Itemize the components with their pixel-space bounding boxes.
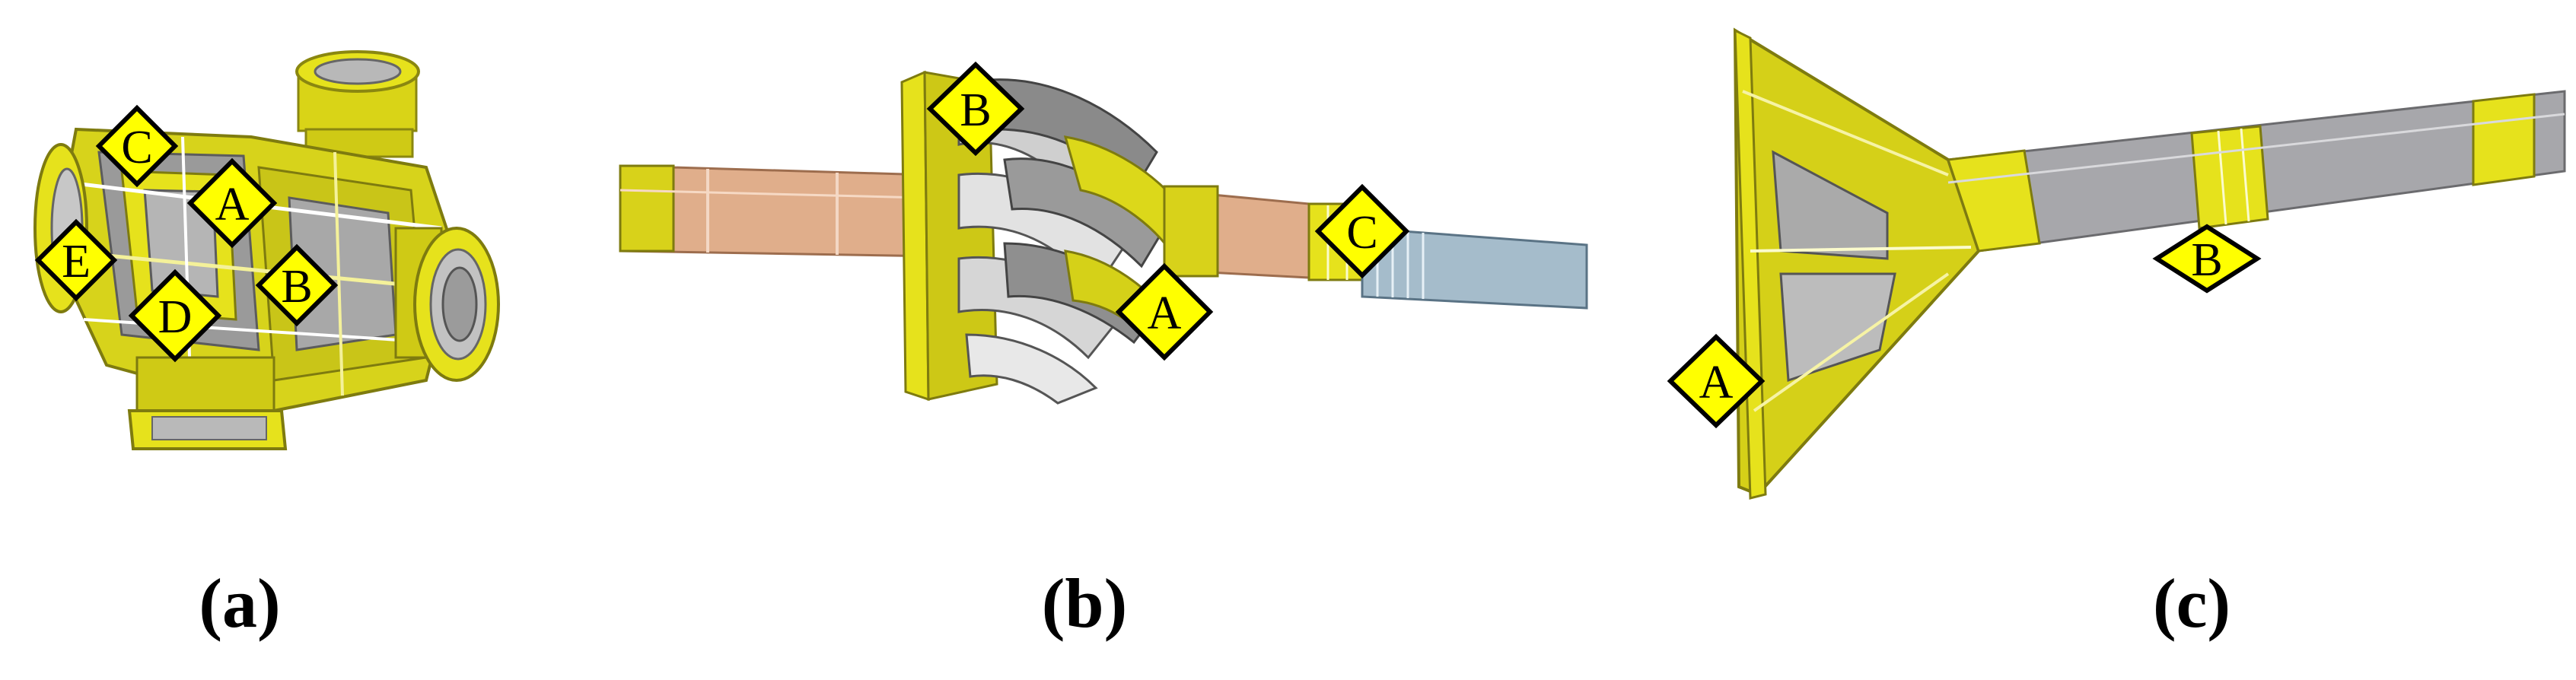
rotor-disc bbox=[900, 70, 998, 402]
svg-text:D: D bbox=[158, 291, 193, 343]
panel-c: A B (c) bbox=[1659, 0, 2576, 680]
marker-a: A bbox=[1667, 333, 1766, 429]
svg-text:B: B bbox=[281, 261, 312, 313]
panel-a: C A E B D (a) bbox=[0, 0, 533, 680]
marker-b: B bbox=[255, 243, 339, 327]
svg-text:A: A bbox=[215, 179, 250, 230]
caption-b: (b) bbox=[1041, 564, 1128, 642]
helical-blades bbox=[957, 78, 1181, 405]
panel-b: B A C (b) bbox=[533, 0, 1659, 680]
svg-text:B: B bbox=[960, 84, 991, 136]
flared-cone bbox=[1733, 27, 1981, 500]
caption-a: (a) bbox=[199, 564, 281, 642]
top-flange bbox=[295, 50, 420, 158]
bottom-flange bbox=[127, 356, 288, 450]
svg-text:A: A bbox=[1699, 357, 1734, 408]
svg-text:C: C bbox=[1346, 207, 1377, 259]
svg-text:C: C bbox=[121, 122, 152, 173]
right-shaft bbox=[1163, 185, 1588, 310]
long-shaft bbox=[1946, 90, 2566, 253]
right-flange bbox=[394, 227, 500, 382]
svg-text:E: E bbox=[62, 236, 91, 288]
panel-b-drawing: B A C bbox=[619, 61, 1588, 405]
svg-text:B: B bbox=[2191, 234, 2222, 286]
marker-d: D bbox=[128, 269, 222, 363]
marker-b: B bbox=[2152, 224, 2262, 294]
marker-a: A bbox=[1115, 262, 1214, 361]
caption-c: (c) bbox=[2152, 564, 2231, 642]
svg-text:A: A bbox=[1148, 288, 1182, 339]
marker-c: C bbox=[95, 104, 179, 188]
marker-c: C bbox=[1314, 183, 1410, 279]
panel-c-drawing: A B bbox=[1667, 27, 2566, 500]
marker-e: E bbox=[34, 218, 118, 302]
panel-a-drawing: C A E B D bbox=[33, 50, 500, 450]
marker-a: A bbox=[186, 157, 278, 249]
marker-b: B bbox=[926, 61, 1025, 157]
